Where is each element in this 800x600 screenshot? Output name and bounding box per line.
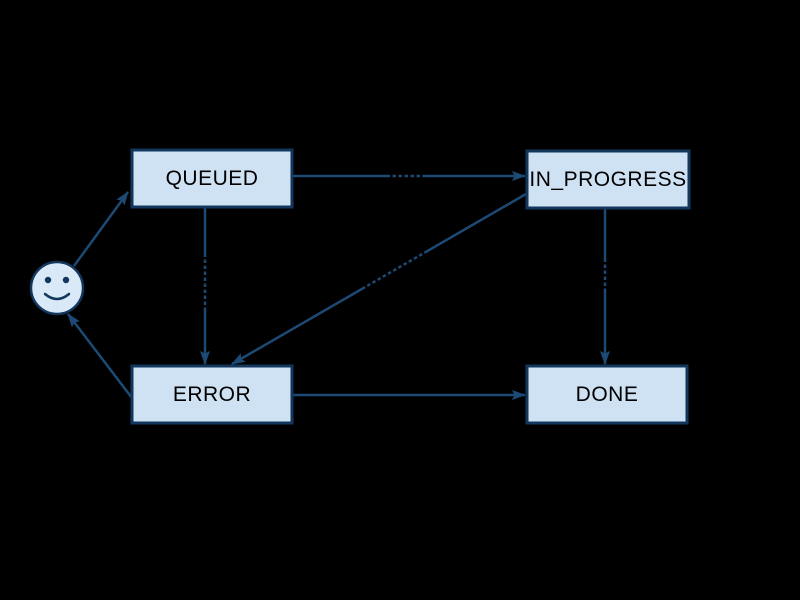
state-node-box-error [130,364,294,425]
state-node-label-in_progress: IN_PROGRESS [529,168,686,191]
state-node-in_progress: IN_PROGRESS [525,149,691,210]
start-state-smiley-node [29,260,85,316]
state-node-box-queued [130,148,294,209]
edges-layer [67,171,610,400]
state-node-box-in_progress [525,149,691,210]
state-node-done: DONE [525,364,689,425]
smiley-left-eye-icon [44,276,52,284]
smiley-right-eye-icon [62,276,70,284]
state-node-label-error: ERROR [173,383,251,406]
state-node-box-done [525,364,689,425]
state-node-queued: QUEUED [130,148,294,209]
edge-error-to-start [67,313,133,399]
state-node-label-done: DONE [576,383,639,406]
state-node-error: ERROR [130,364,294,425]
edge-in-progress-to-error [231,192,527,366]
smiley-face-icon [29,260,85,316]
state-node-label-queued: QUEUED [166,167,259,190]
smiley-mouth-icon [43,292,71,301]
nodes-layer: QUEUED IN_PROGRESS ERROR DONE [29,148,691,425]
edge-start-to-queued [72,191,130,267]
